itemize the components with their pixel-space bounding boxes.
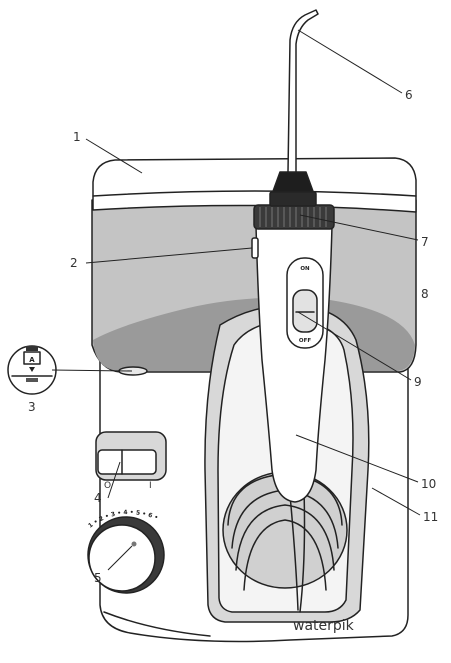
reservoir-lid [92, 157, 417, 213]
power-on-mark: I [149, 481, 152, 491]
handle: ON OFF [253, 9, 335, 503]
callout-6: 6 [405, 88, 413, 102]
callout-9: 9 [414, 375, 422, 389]
callout-11: 11 [423, 510, 438, 524]
base-footprint [103, 611, 211, 637]
switch-off-text: OFF [299, 338, 311, 344]
detail-inset: A [7, 345, 57, 395]
power-switch: O I [95, 431, 167, 491]
reservoir-clip [251, 237, 259, 259]
leader-lines [51, 29, 421, 571]
callout-5: 5 [94, 571, 102, 585]
lid-rim [92, 190, 417, 197]
callout-2: 2 [70, 256, 78, 270]
jet-tip [287, 9, 319, 173]
switch-on-text: ON [300, 266, 310, 272]
inset-marker-letter: A [29, 356, 35, 364]
brand-logo: waterpik [293, 618, 355, 634]
callout-10: 10 [421, 477, 436, 491]
callout-8: 8 [421, 287, 429, 301]
callout-3: 3 [28, 400, 36, 414]
callout-4: 4 [94, 491, 102, 505]
callout-1: 1 [73, 130, 81, 144]
power-off-mark: O [104, 481, 111, 491]
callout-7: 7 [421, 235, 429, 249]
callout-labels: 1 2 3 4 5 6 7 8 9 10 11 [28, 88, 438, 585]
